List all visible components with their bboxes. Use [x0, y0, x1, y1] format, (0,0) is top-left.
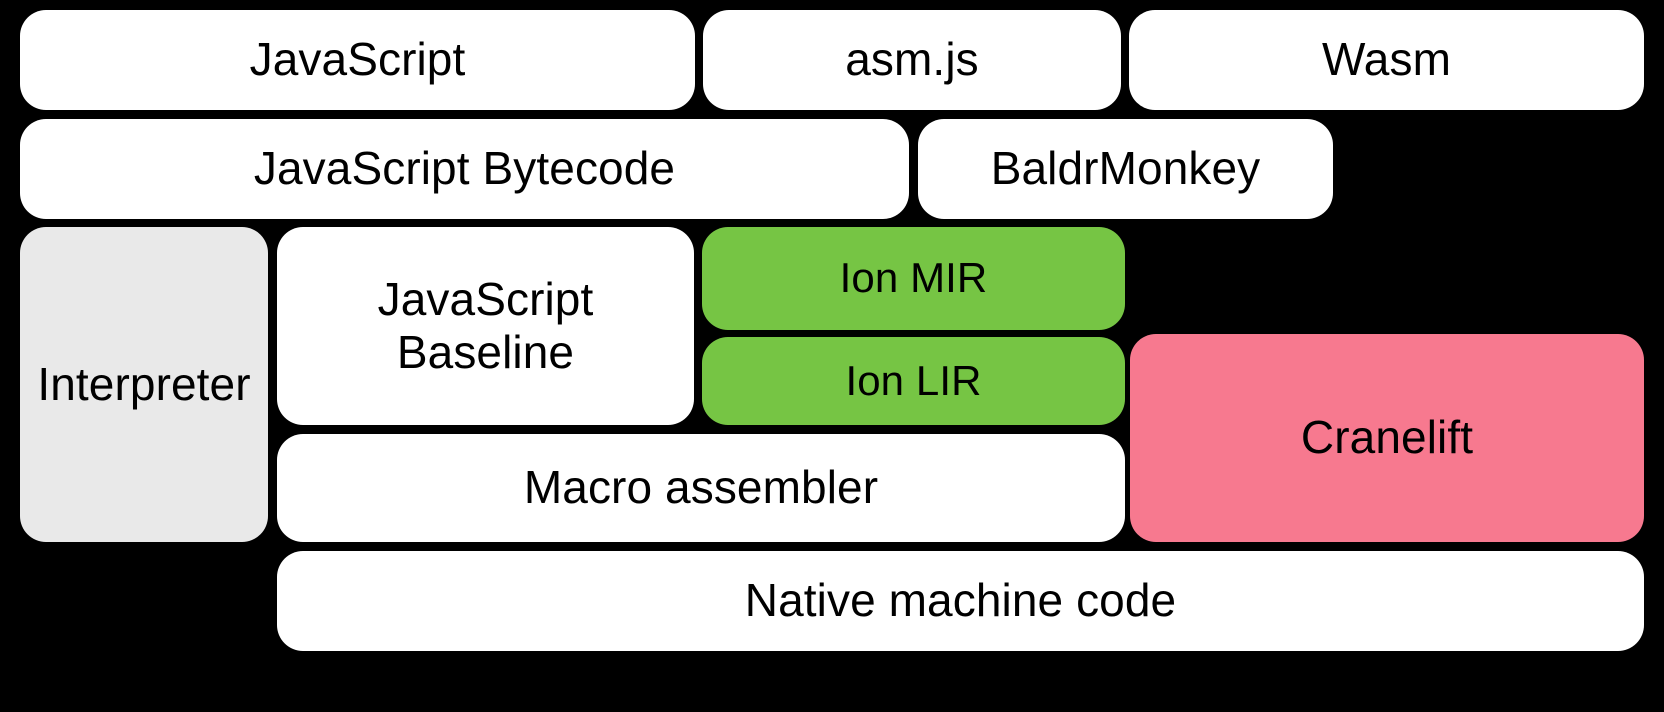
box-javascript[interactable]: JavaScript — [20, 10, 695, 110]
box-cranelift[interactable]: Cranelift — [1130, 334, 1644, 542]
box-ion-lir[interactable]: Ion LIR — [702, 337, 1125, 425]
box-macro-assembler[interactable]: Macro assembler — [277, 434, 1125, 542]
box-javascript-bytecode[interactable]: JavaScript Bytecode — [20, 119, 909, 219]
box-javascript-baseline[interactable]: JavaScript Baseline — [277, 227, 694, 425]
box-wasm[interactable]: Wasm — [1129, 10, 1644, 110]
box-ion-mir[interactable]: Ion MIR — [702, 227, 1125, 330]
box-asm-js[interactable]: asm.js — [703, 10, 1121, 110]
box-baldrmonkey[interactable]: BaldrMonkey — [918, 119, 1333, 219]
box-interpreter[interactable]: Interpreter — [20, 227, 268, 542]
box-native-machine-code[interactable]: Native machine code — [277, 551, 1644, 651]
